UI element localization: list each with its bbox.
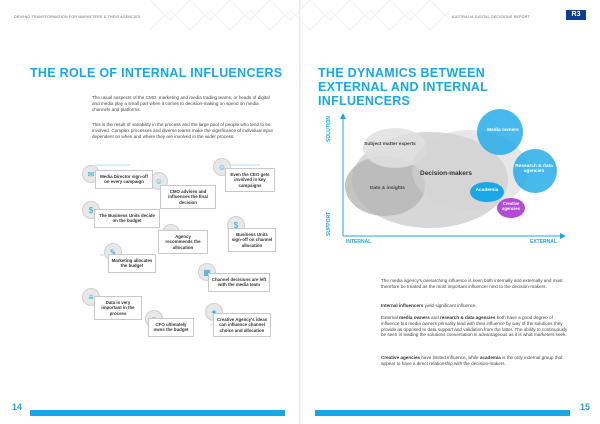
card-media-director: Media Director sign-off on every campaig…	[95, 170, 153, 189]
sme-ellipse	[363, 128, 427, 168]
right-footer: 15	[300, 396, 600, 424]
y-axis-bottom-label: SUPPORT	[326, 211, 332, 236]
research-circle	[513, 149, 557, 193]
company-logo: R3	[566, 10, 586, 20]
left-footer: 14	[0, 396, 300, 424]
card-cfo: CFO ultimately owns the budget	[148, 318, 194, 337]
book-spine	[299, 0, 301, 424]
left-intro-paragraph-1: The usual suspects of the CMO, marketing…	[92, 95, 270, 112]
media-owners-circle	[477, 109, 523, 155]
left-page-title: THE ROLE OF INTERNAL INFLUENCERS	[30, 66, 283, 80]
label-data-insights: Data & insights	[370, 186, 405, 191]
card-business-units-channel: Business Units sign-off on channel alloc…	[228, 228, 276, 253]
academia-ellipse	[470, 182, 504, 202]
right-paragraph-3: External media owners and research & dat…	[381, 315, 568, 338]
right-page-title: THE DYNAMICS BETWEEN EXTERNAL AND INTERN…	[318, 66, 488, 108]
footer-bar-left	[30, 410, 285, 416]
y-axis-top-label: SOLUTION	[326, 116, 332, 142]
label-sme: Subject matter experts	[364, 142, 416, 147]
left-intro-paragraph-2: This is the result of variability in the…	[92, 122, 273, 139]
card-business-units-budget: The Business Units decide on the budget	[94, 209, 160, 228]
label-research: Research & data agencies	[515, 164, 553, 174]
label-creative: Creative agencies	[502, 201, 520, 211]
card-ceo: Even the CEO gets involved in key campai…	[225, 168, 275, 193]
right-paragraph-2: Internal influencers yield significant i…	[381, 303, 477, 308]
data-insights-ellipse	[345, 156, 425, 216]
footer-bar-right	[315, 410, 570, 416]
card-creative-agency: Creative Agency's ideas can influence ch…	[213, 313, 271, 338]
card-data: Data is very important in the process	[94, 296, 142, 321]
running-header-left: DRIVING TRANSFORMATION FOR MARKETERS & T…	[14, 15, 141, 19]
right-paragraph-1: The media agency's overarching influence…	[381, 278, 563, 289]
card-media-team: Channel decisions are left with the medi…	[208, 273, 270, 292]
influencer-dynamics-diagram	[340, 109, 566, 239]
right-paragraph-4: Creative agencies have limited influence…	[381, 355, 563, 366]
card-agency: Agency recommends the allocation	[158, 230, 208, 255]
label-academia: Academia	[475, 188, 499, 193]
label-media-owners: Media owners	[487, 128, 519, 133]
creative-ellipse	[497, 198, 525, 218]
page-number-right: 15	[580, 402, 591, 412]
x-axis-left-label: INTERNAL	[346, 239, 372, 245]
label-decision-makers: Decision-makers	[420, 170, 473, 177]
card-marketing: Marketing allocates the budget	[108, 254, 156, 273]
page-number-left: 14	[12, 402, 23, 412]
card-cmo: CMO advises and influences the final dec…	[160, 185, 216, 210]
running-header-right: AUSTRALIA DIGITAL DECISIONS REPORT	[452, 15, 530, 19]
x-axis-right-label: EXTERNAL	[530, 239, 557, 245]
